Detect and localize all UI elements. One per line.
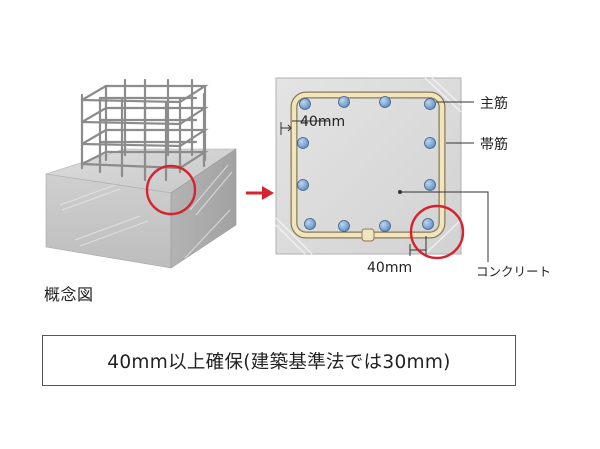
cover-note-text: 40mm以上確保(建築基準法では30mm) — [107, 351, 451, 373]
left-highlight-circle — [145, 164, 197, 216]
label-cover-top: 40mm — [300, 114, 345, 130]
cover-note-box: 40mm以上確保(建築基準法では30mm) — [42, 335, 516, 386]
right-highlight-circle — [409, 204, 465, 260]
arrow-icon — [246, 186, 274, 200]
concrete-block — [45, 148, 237, 269]
label-concrete: コンクリート — [476, 264, 551, 279]
label-hoop: 帯筋 — [480, 136, 508, 153]
label-cover-bottom: 40mm — [367, 260, 412, 276]
main-rebars — [297, 96, 436, 232]
caption-concept-diagram: 概念図 — [44, 285, 94, 304]
label-main-rebar: 主筋 — [480, 95, 508, 112]
cross-section — [275, 77, 489, 262]
